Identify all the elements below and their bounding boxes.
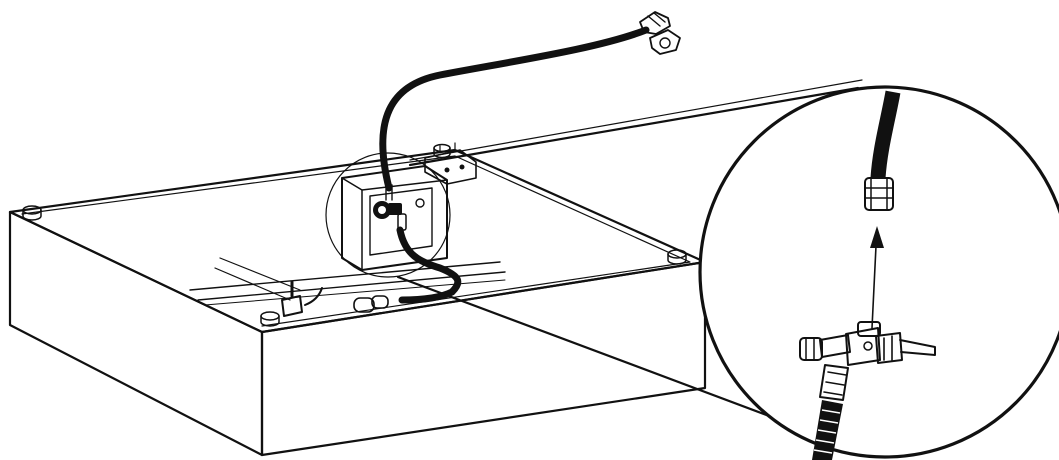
cabinet-base xyxy=(8,143,707,457)
detail-magnifier xyxy=(698,85,1059,460)
detail-circle xyxy=(698,85,1059,459)
foot-icon xyxy=(22,205,42,221)
hose-fitting-icon xyxy=(639,11,681,55)
detail-marker-circle xyxy=(325,152,451,278)
mounting-bracket xyxy=(424,149,477,185)
tee-adapter-icon xyxy=(799,321,936,366)
foot-icon xyxy=(260,311,280,327)
outlet-hole xyxy=(415,198,425,208)
foot-icon xyxy=(433,143,451,159)
cabinet-strut xyxy=(219,257,301,291)
detail-hose-icon xyxy=(864,90,901,211)
water-hose-icon xyxy=(379,26,650,304)
cabinet-right-face xyxy=(260,260,707,457)
cabinet-top-face xyxy=(8,148,707,334)
wall-outlet-box xyxy=(341,142,477,271)
cabinet-strut-2 xyxy=(214,267,291,301)
direction-arrow-icon xyxy=(870,226,884,329)
foot-icon xyxy=(667,249,687,265)
supply-pipe-icon xyxy=(812,364,849,460)
cabinet-rim xyxy=(21,155,691,327)
cabinet-left-face xyxy=(8,210,264,457)
cabinet-rail-1 xyxy=(189,261,501,291)
valve-cluster xyxy=(281,280,389,317)
callout-lines xyxy=(396,79,863,434)
